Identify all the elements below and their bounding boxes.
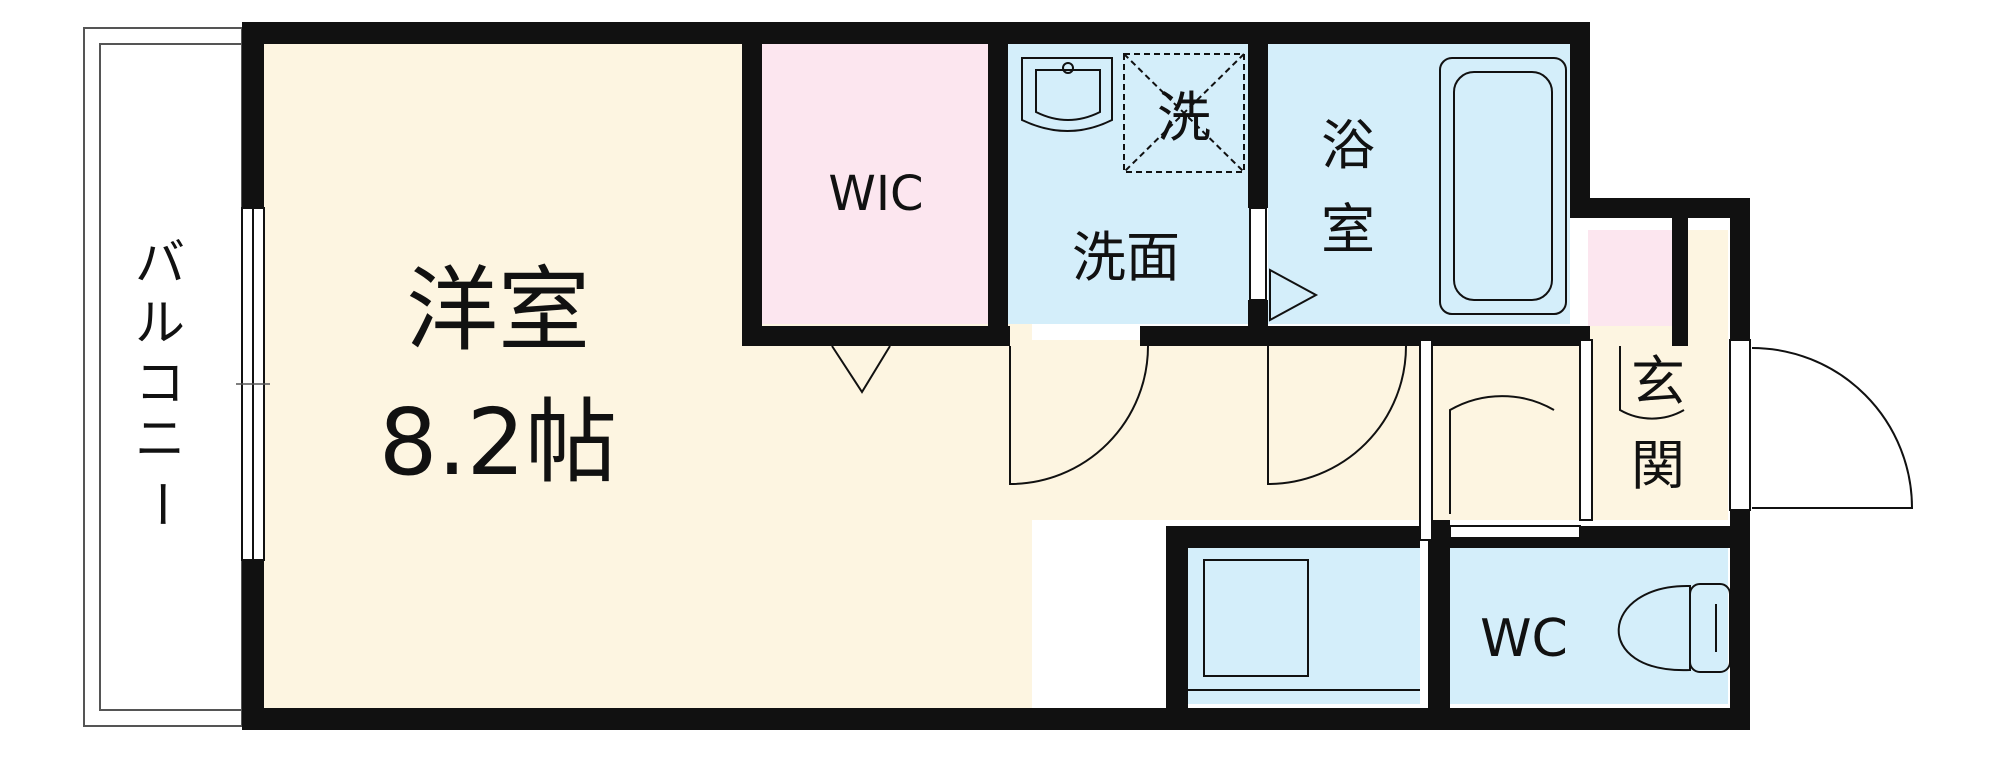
entrance-step — [1579, 339, 1593, 521]
washroom-door-icon — [1269, 268, 1319, 322]
western-room-size: 8.2帖 — [379, 389, 617, 496]
balcony-label-3: コ — [135, 354, 185, 412]
washbasin-icon — [1021, 57, 1113, 132]
shoe-closet-floor — [1588, 230, 1672, 326]
entrance-label-1: 玄 — [1631, 350, 1685, 413]
kitchen-sink-icon — [1203, 559, 1309, 677]
wc-floor — [1450, 548, 1728, 704]
entrance-door-frame — [1729, 339, 1751, 511]
wic-label: WIC — [828, 166, 923, 222]
bathroom-label-2: 室 — [1321, 198, 1375, 261]
bath-partition-opening — [1249, 207, 1267, 301]
balcony-label-4: ニ — [135, 410, 185, 468]
balcony-label-1: バ — [135, 234, 185, 292]
entrance-label-2: 関 — [1631, 434, 1685, 497]
kitchen-floor — [1188, 548, 1420, 704]
corridor-partition — [1419, 339, 1433, 541]
bathroom-floor — [1268, 44, 1570, 324]
corridor-step — [1449, 525, 1581, 539]
washroom-label: 洗面 — [1072, 226, 1180, 289]
wic-floor — [762, 44, 990, 324]
bathtub-icon — [1439, 57, 1567, 315]
walls — [242, 22, 1750, 730]
wc-label: WC — [1480, 609, 1568, 669]
washer-label: 洗 — [1157, 86, 1211, 149]
washer-space-icon — [1123, 53, 1245, 173]
balcony-label-2: ル — [135, 294, 185, 352]
washroom-floor — [1008, 44, 1254, 324]
bathroom-label-1: 浴 — [1321, 114, 1375, 177]
door-swings — [831, 345, 1914, 514]
balcony-area — [83, 27, 243, 727]
western-room-label: 洋室 — [406, 257, 590, 364]
toilet-icon — [1617, 583, 1731, 673]
corridor-floor — [1032, 340, 1688, 520]
balcony-label-5: ー — [132, 479, 190, 529]
